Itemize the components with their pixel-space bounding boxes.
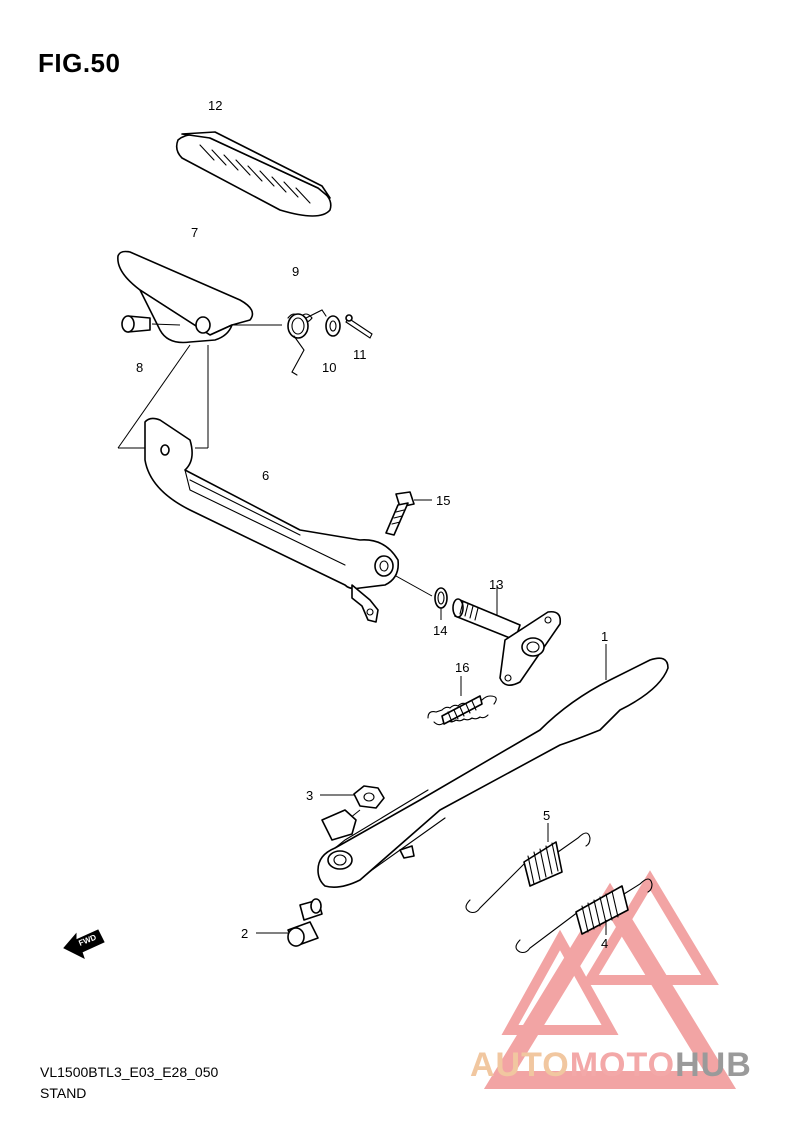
watermark-part-auto: AUTO	[470, 1046, 570, 1084]
callout-8: 8	[136, 360, 143, 375]
callout-16: 16	[455, 660, 469, 675]
callout-2: 2	[241, 926, 248, 941]
watermark-text: AUTOMOTOHUB	[470, 1046, 752, 1085]
part-9-spring[interactable]	[287, 309, 327, 376]
part-8-pin[interactable]	[121, 315, 181, 333]
callout-5: 5	[543, 808, 550, 823]
callout-10: 10	[322, 360, 336, 375]
part-1-side-stand[interactable]	[317, 644, 669, 888]
watermark-logo	[483, 870, 737, 1089]
callout-14: 14	[433, 623, 447, 638]
callout-4: 4	[601, 936, 608, 951]
part-11-cotter-pin[interactable]	[345, 314, 373, 339]
watermark-part-hub: HUB	[675, 1046, 752, 1084]
part-12-footrest-rubber[interactable]	[175, 131, 332, 217]
watermark-part-moto: MOTO	[569, 1046, 676, 1084]
callout-3: 3	[306, 788, 313, 803]
callout-1: 1	[601, 629, 608, 644]
section-name: STAND	[40, 1085, 87, 1101]
part-7-footrest-bracket[interactable]	[117, 250, 254, 344]
part-5-spring[interactable]	[465, 823, 591, 914]
callout-15: 15	[436, 493, 450, 508]
assembly-lines	[117, 324, 433, 827]
callout-13: 13	[489, 577, 503, 592]
part-2-pivot-bolt[interactable]	[256, 898, 323, 947]
callout-7: 7	[191, 225, 198, 240]
part-6-stand-bracket[interactable]	[144, 417, 400, 623]
figure-code: VL1500BTL3_E03_E28_050	[40, 1064, 219, 1080]
callout-6: 6	[262, 468, 269, 483]
callout-9: 9	[292, 264, 299, 279]
part-14-o-ring[interactable]	[434, 587, 448, 620]
part-13-shaft[interactable]	[452, 585, 562, 686]
part-15-bolt[interactable]	[385, 491, 432, 536]
callout-12: 12	[208, 98, 222, 113]
part-4-spring[interactable]	[515, 878, 653, 954]
part-16-spring[interactable]	[427, 676, 497, 726]
part-10-washer[interactable]	[325, 315, 341, 337]
part-3-nut[interactable]	[320, 785, 385, 809]
figure-title: FIG.50	[38, 48, 121, 78]
callout-11: 11	[353, 347, 367, 362]
fwd-arrow-icon: FWD	[63, 929, 105, 959]
